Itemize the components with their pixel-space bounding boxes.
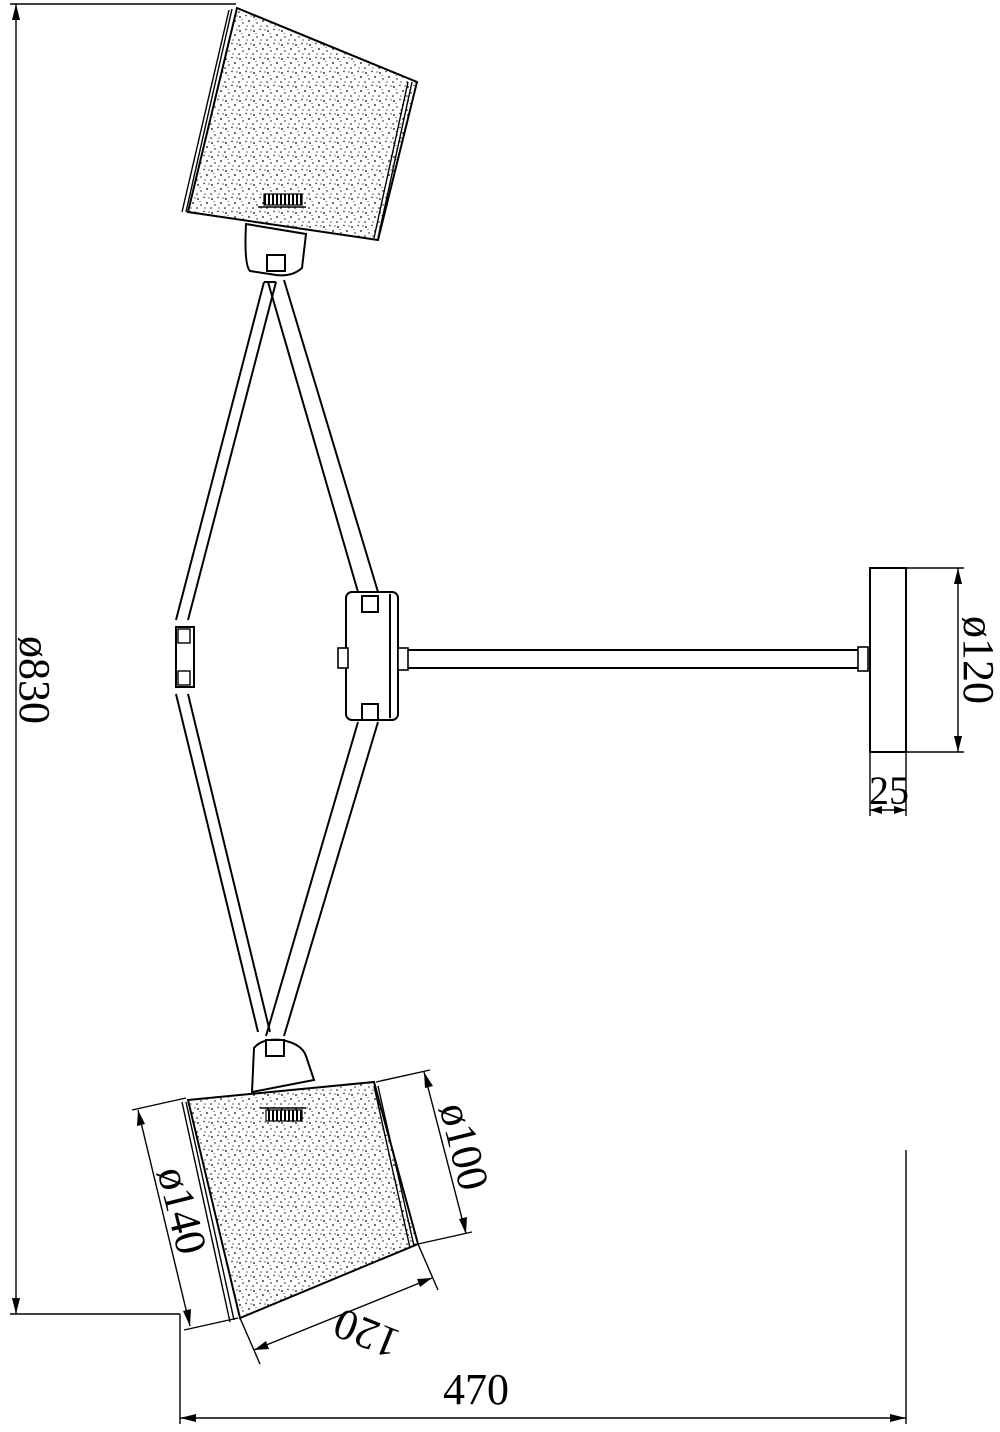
dimension-overall-height	[10, 3, 236, 1424]
dimension-base-depth	[869, 752, 907, 816]
wall-rod	[397, 646, 869, 672]
overall-width-label: 470	[443, 1365, 509, 1414]
top-shade-body	[186, 6, 419, 242]
wall-base-plate	[869, 567, 907, 753]
bottom-neck	[250, 1038, 316, 1094]
arm-outer	[175, 281, 277, 1033]
bottom-shade	[181, 1080, 420, 1323]
dimension-shade-large	[131, 1097, 239, 1331]
overall-height-label: ø830	[10, 636, 59, 724]
base-diameter-label: ø120	[954, 616, 1000, 704]
bottom-shade-body	[186, 1080, 420, 1320]
arm-hub	[337, 591, 399, 721]
dimension-shade-length	[239, 1243, 439, 1365]
shade-small-diameter-label: ø100	[430, 1098, 499, 1195]
hatched-label-icon	[260, 1107, 306, 1122]
dimension-overall-width	[180, 1150, 907, 1424]
top-shade	[181, 6, 419, 242]
arm-inner	[265, 279, 379, 1037]
top-shade-neck	[244, 222, 308, 277]
base-depth-label: 25	[869, 768, 909, 813]
dimension-base-diameter	[906, 567, 964, 753]
shade-length-label: 120	[327, 1298, 407, 1368]
hatched-label-icon	[258, 193, 306, 208]
dimension-shade-small	[375, 1069, 473, 1245]
